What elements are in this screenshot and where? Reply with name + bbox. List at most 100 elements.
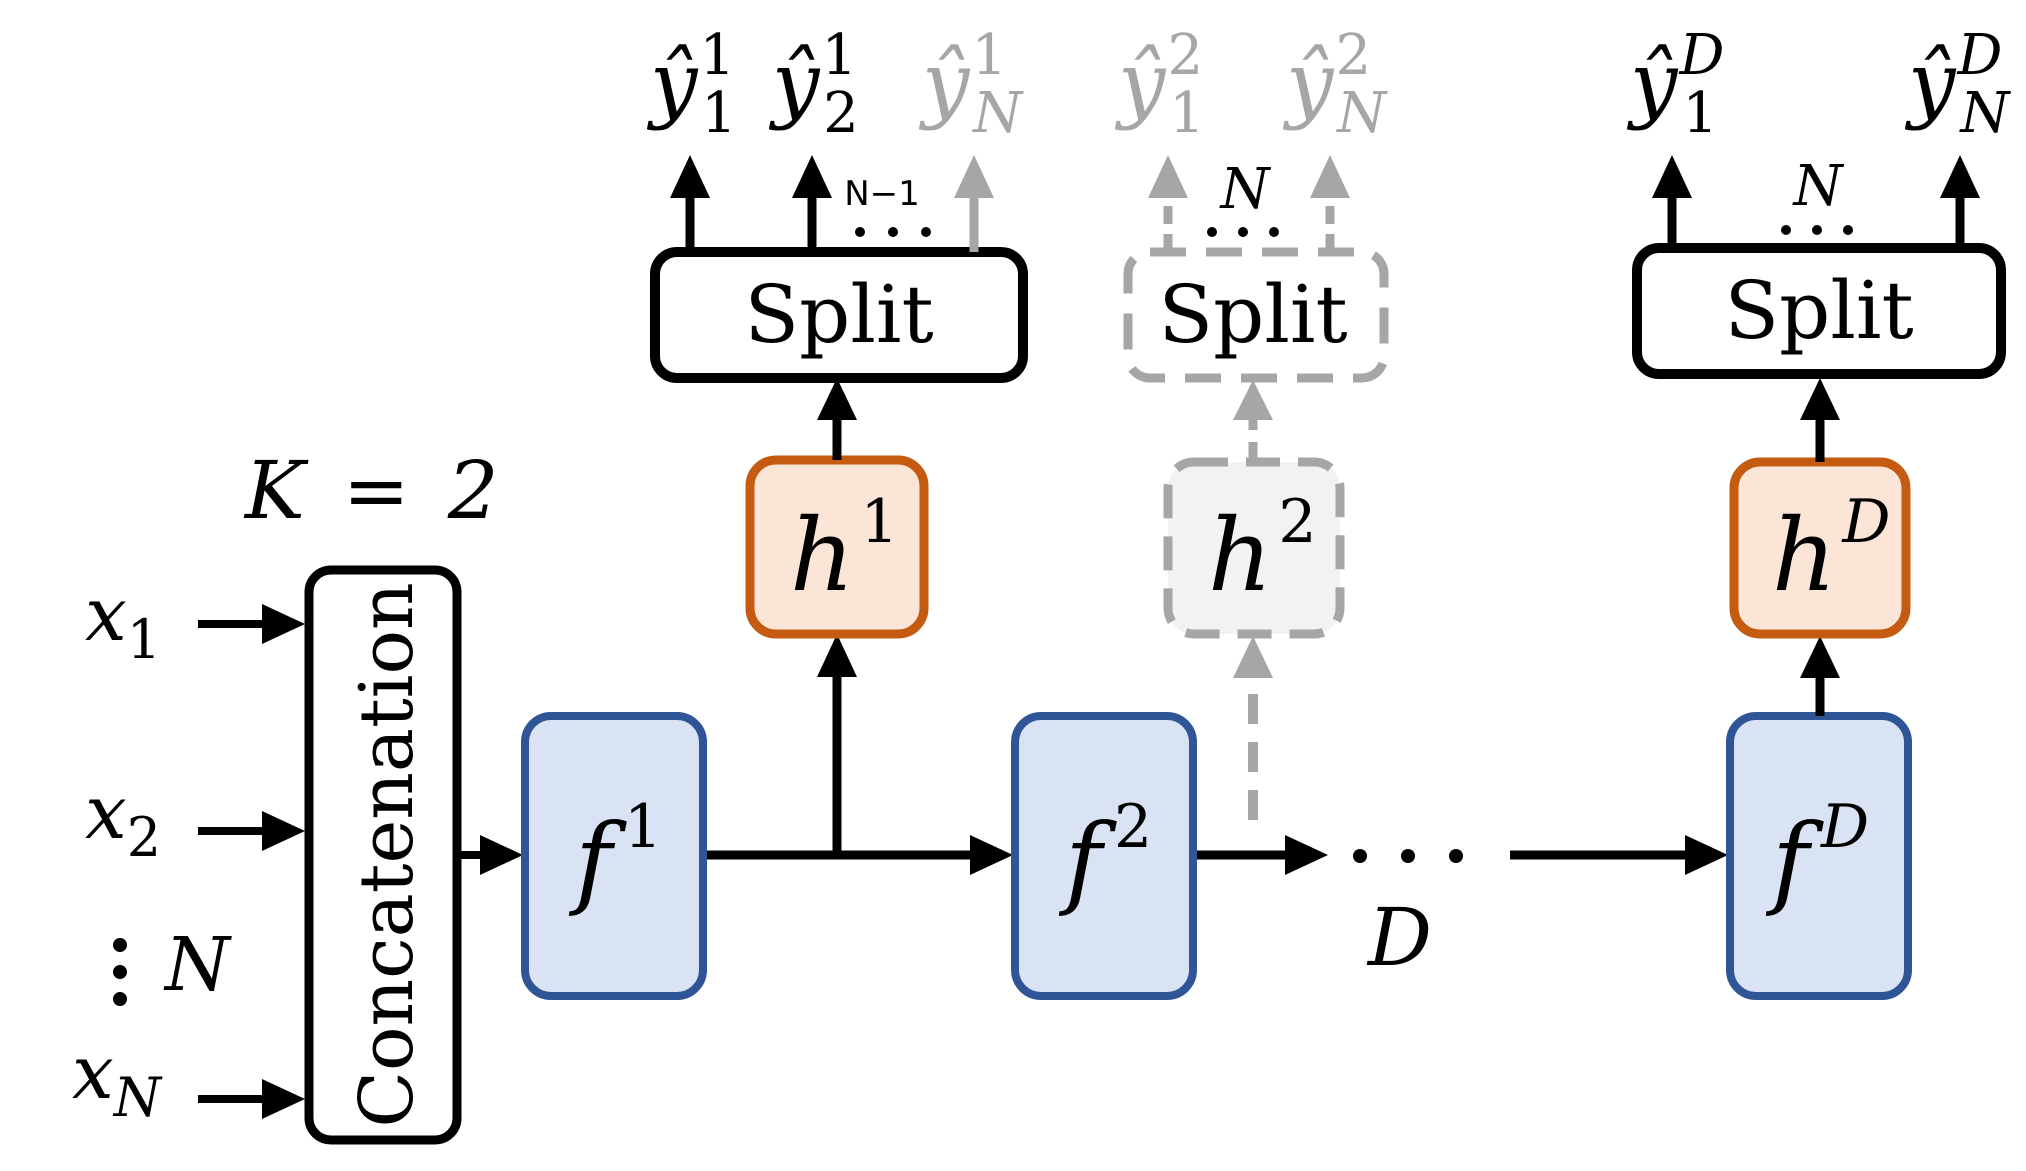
split1-count-label: N−1 — [844, 174, 920, 214]
h2-sup: 2 — [1278, 487, 1316, 557]
y12-sub: 1 — [1169, 81, 1205, 146]
input-x1: x1 — [85, 572, 161, 671]
svg-text:h2: h2 — [1208, 487, 1317, 614]
fD-to-hD-arrow — [1800, 636, 1840, 716]
input-arrowheads — [262, 604, 305, 1119]
y1D-sub: 1 — [1682, 81, 1718, 146]
f1-to-f2-arrow — [707, 835, 1013, 875]
h2-to-split2-dashed-arrow — [1233, 380, 1273, 462]
input-count-label: N — [163, 922, 232, 1008]
split1-label: Split — [744, 268, 933, 361]
concatenation-label: Concatenation — [344, 582, 430, 1127]
splitD-label: Split — [1724, 264, 1913, 357]
x1-base: x — [85, 572, 127, 658]
yN1-sup: 1 — [971, 23, 1007, 88]
svg-text:x1: x1 — [85, 572, 161, 671]
x2-base: x — [85, 770, 127, 856]
hD-base: h — [1772, 497, 1836, 614]
svg-text:h1: h1 — [790, 487, 899, 614]
splitD-block: Split — [1632, 243, 2006, 379]
splitD-count-label: N — [1792, 154, 1845, 219]
y1D-sup: D — [1678, 23, 1724, 88]
splitD-output-arrows: N — [1652, 154, 1980, 248]
svg-text:K = 2: K = 2 — [243, 444, 499, 537]
k-eq: = — [343, 444, 410, 537]
split2-count-label: N — [1219, 157, 1272, 222]
split2-output-arrows: N — [1148, 155, 1350, 252]
depth-ellipsis: D — [1353, 849, 1463, 984]
y11-base: ŷ — [646, 34, 699, 132]
svg-text:ŷ12: ŷ12 — [768, 23, 859, 146]
y21-sub: 2 — [823, 81, 859, 146]
svg-text:ŷ11: ŷ11 — [646, 23, 737, 146]
split1-output-arrows: N−1 — [670, 155, 994, 252]
input-arrows — [198, 619, 300, 1104]
svg-text:hD: hD — [1772, 487, 1891, 614]
split2-block: Split — [1123, 247, 1389, 383]
input-xN: xN — [72, 1030, 163, 1129]
k-var: K — [243, 444, 309, 537]
yN2-base: ŷ — [1282, 34, 1335, 132]
y21-sup: 1 — [821, 23, 857, 88]
yN2-sub: N — [1335, 81, 1388, 146]
svg-text:xN: xN — [72, 1030, 163, 1129]
h1-to-split1-arrow — [817, 378, 857, 460]
yN1-sub: N — [971, 81, 1024, 146]
hD-sup: D — [1841, 487, 1890, 557]
input-x2: x2 — [85, 770, 161, 869]
f1-sup: 1 — [624, 792, 662, 862]
svg-text:ŷ2N: ŷ2N — [1282, 23, 1388, 146]
x1-sub: 1 — [127, 608, 161, 671]
y21-base: ŷ — [768, 34, 821, 132]
concatenation-block: Concatenation — [304, 565, 462, 1145]
x2-sub: 2 — [127, 806, 161, 869]
fD-sup: D — [1820, 792, 1869, 862]
y11-sup: 1 — [699, 23, 735, 88]
yND-sup: D — [1956, 23, 2002, 88]
f2-to-h2-dashed-arrow — [1233, 636, 1273, 820]
svg-text:x2: x2 — [85, 770, 161, 869]
y12-sup: 2 — [1167, 23, 1203, 88]
y1D-base: ŷ — [1626, 34, 1679, 132]
svg-text:ŷDN: ŷDN — [1904, 23, 2011, 146]
f2-sup: 2 — [1114, 792, 1152, 862]
k-label: K = 2 — [243, 444, 499, 537]
yND-base: ŷ — [1904, 34, 1957, 132]
h1-base: h — [790, 497, 854, 614]
ellipsis-to-fD-arrow — [1510, 835, 1728, 875]
h1-sup: 1 — [860, 487, 898, 557]
input-ellipsis: N — [113, 922, 232, 1008]
concat-to-f1-arrow — [461, 835, 523, 875]
hD-to-splitD-arrow — [1800, 378, 1840, 462]
y11-sub: 1 — [701, 81, 737, 146]
f1-to-h1-arrow — [817, 634, 857, 855]
h2-base: h — [1208, 497, 1272, 614]
yN1-base: ŷ — [918, 34, 971, 132]
f2-to-ellipsis-arrow — [1197, 835, 1328, 875]
xN-sub: N — [112, 1066, 163, 1129]
k-val: 2 — [447, 444, 499, 537]
split1-block: Split — [650, 247, 1028, 383]
depth-label: D — [1366, 891, 1432, 984]
yND-sub: N — [1958, 81, 2011, 146]
split2-label: Split — [1158, 268, 1347, 361]
svg-text:ŷ1N: ŷ1N — [918, 23, 1024, 146]
xN-base: x — [72, 1030, 114, 1116]
y12-base: ŷ — [1114, 34, 1167, 132]
yN2-sup: 2 — [1335, 23, 1371, 88]
svg-text:ŷD1: ŷD1 — [1626, 23, 1724, 146]
